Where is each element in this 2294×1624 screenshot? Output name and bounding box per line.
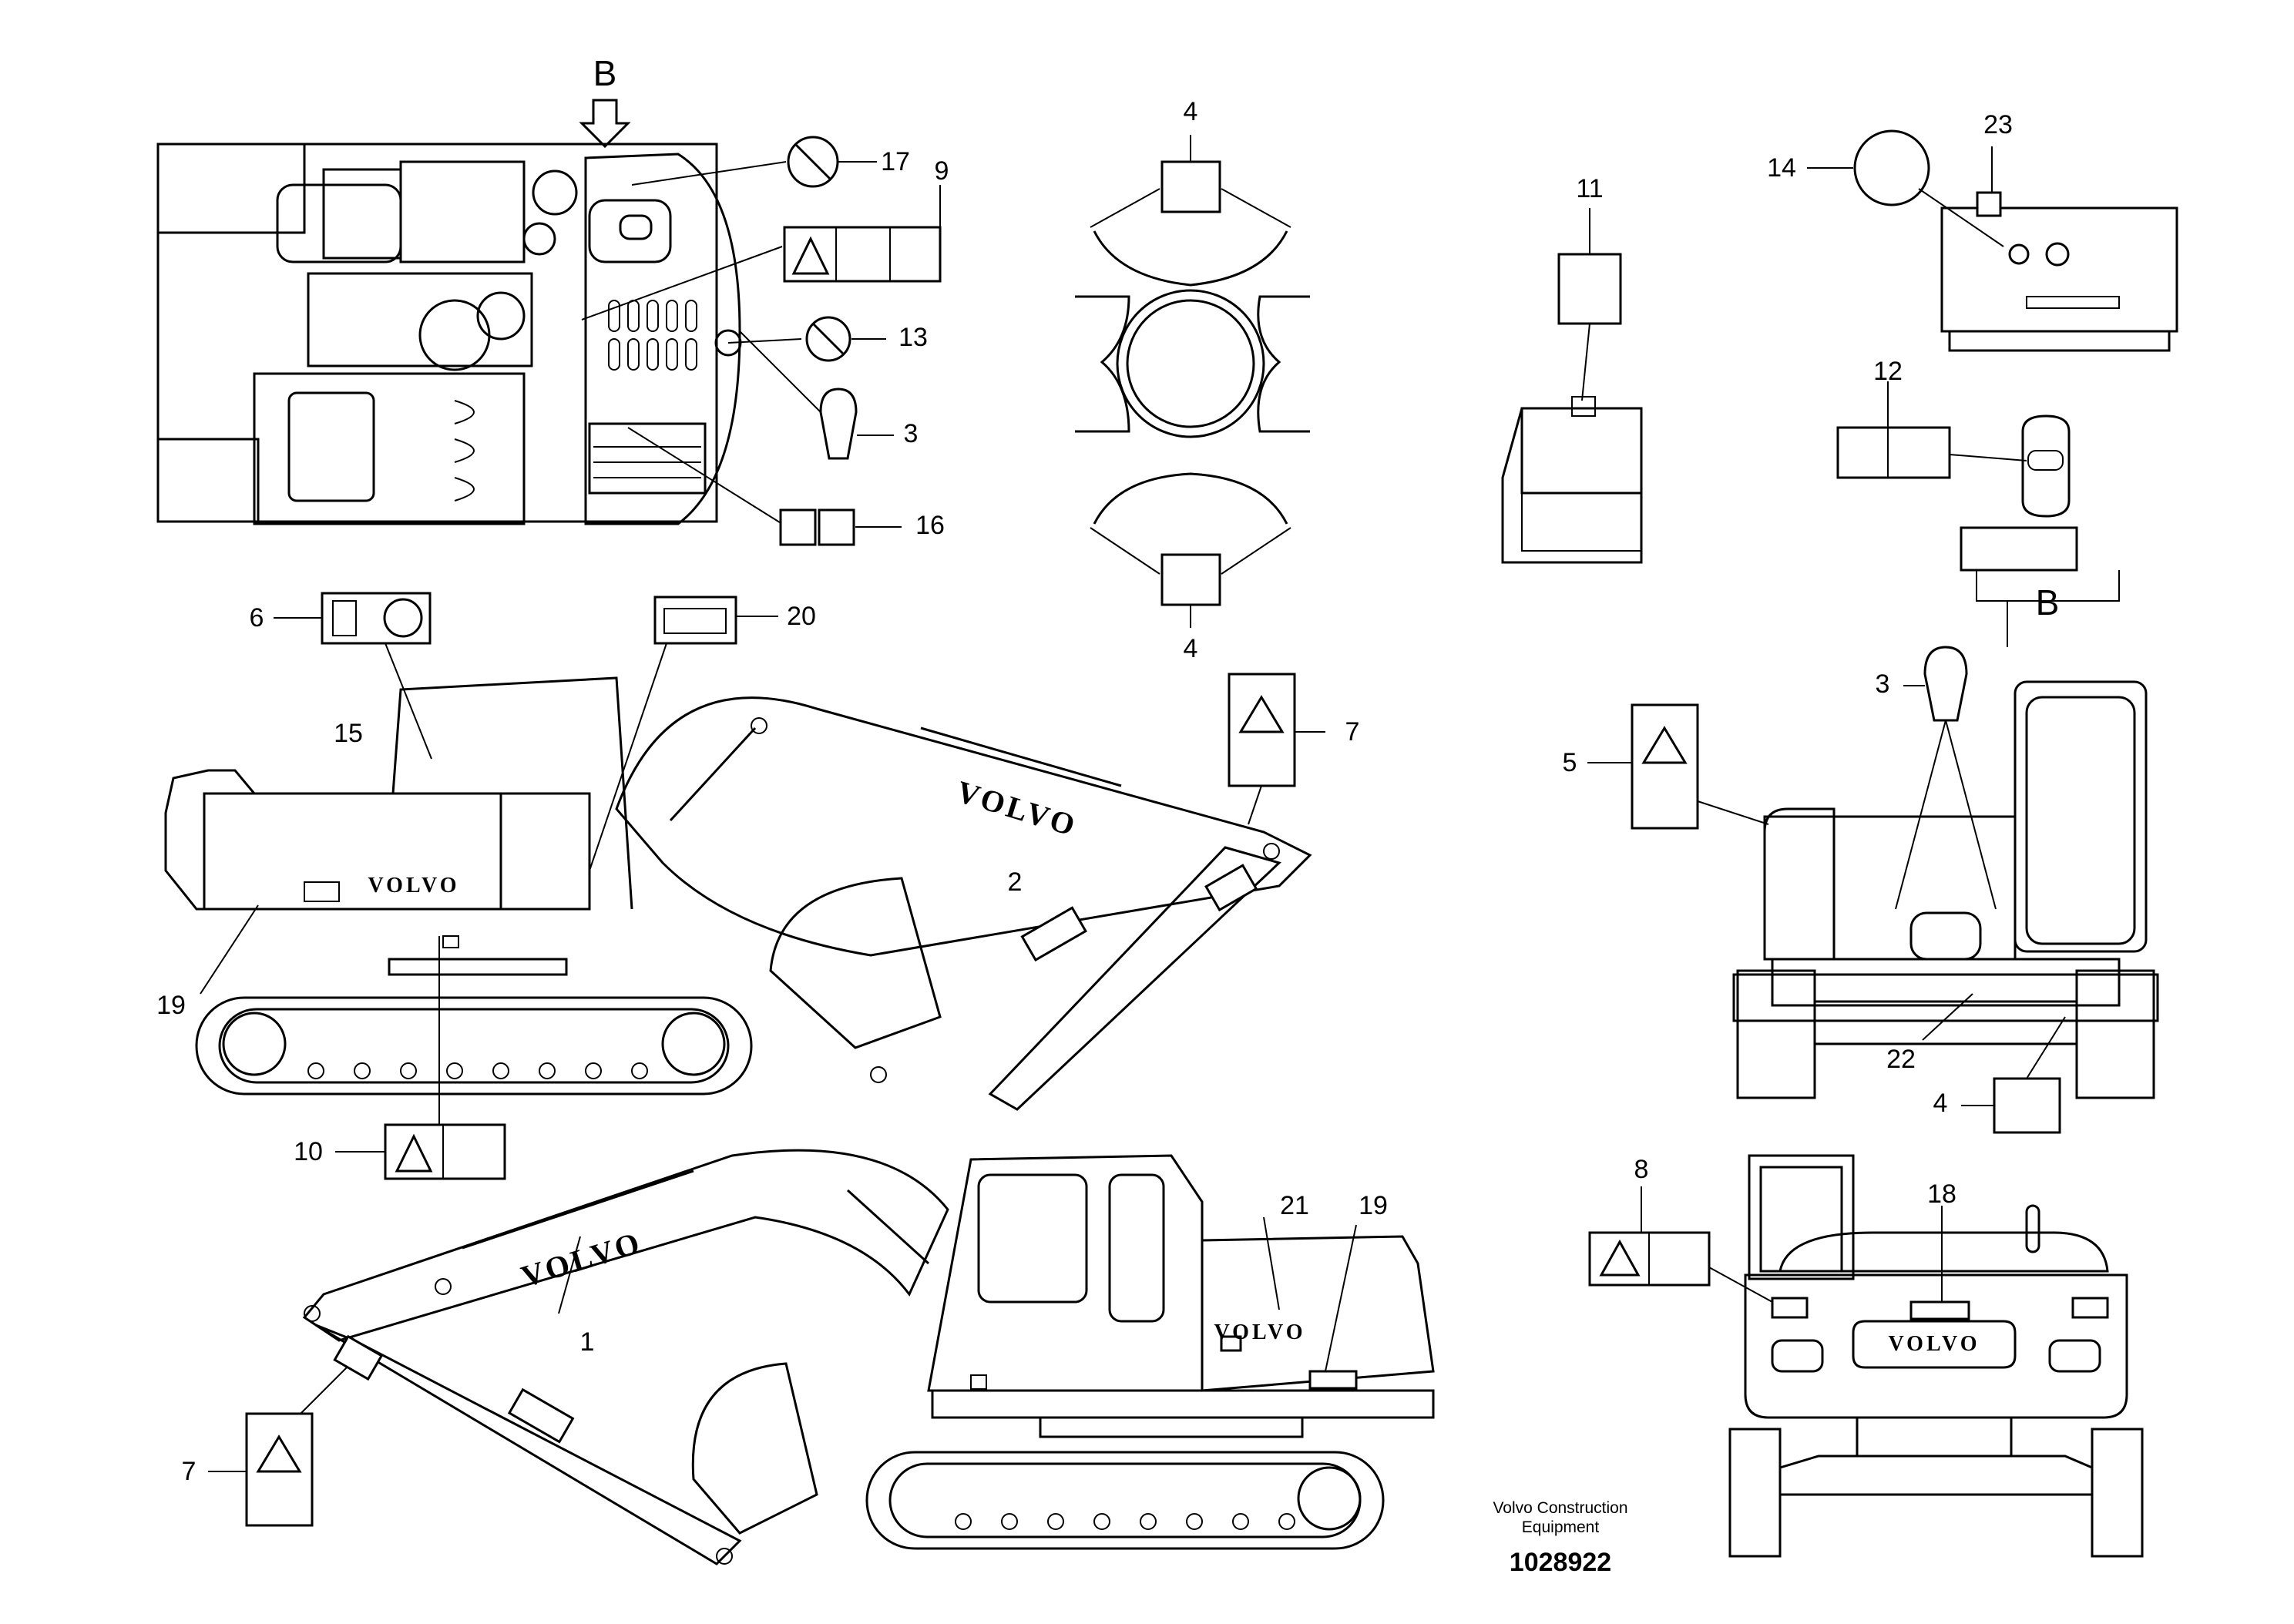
excavator-side-view-right <box>208 1149 1435 1565</box>
engine-vents <box>608 300 697 371</box>
credit-line-2: Equipment <box>1521 1518 1600 1537</box>
view-label-b-top: B <box>593 53 617 93</box>
seat-view <box>1501 208 1643 564</box>
excavator-rear-view <box>1588 1154 2144 1558</box>
callout-4-ring-top: 4 <box>1183 97 1198 126</box>
callout-15: 15 <box>334 719 363 748</box>
callout-7-right: 7 <box>1345 717 1360 747</box>
callout-4-ring-bottom: 4 <box>1183 634 1198 663</box>
callout-19-left: 19 <box>156 991 186 1020</box>
callout-11: 11 <box>1576 174 1604 203</box>
decal-17-no-entry-icon <box>787 136 839 188</box>
callout-21: 21 <box>1280 1191 1309 1220</box>
credit-part-number: 1028922 <box>1509 1548 1612 1578</box>
callout-22: 22 <box>1886 1045 1916 1074</box>
decal-20-battery-icon <box>653 596 737 645</box>
publisher-credit: Volvo Construction Equipment 1028922 <box>1493 1498 1627 1578</box>
decal-5-warning-decal-icon <box>1631 703 1699 830</box>
decal-7-left-warning-decal-icon <box>245 1412 314 1527</box>
decal-14-warning-decal-icon <box>1853 129 1930 206</box>
decal-9-warning-decal-icon <box>783 226 942 283</box>
callout-18: 18 <box>1927 1179 1956 1209</box>
callout-3-top: 3 <box>903 419 919 448</box>
lifting-ring-view <box>1075 135 1310 628</box>
callout-19-right: 19 <box>1359 1191 1388 1220</box>
decal-8-warning-decal-icon <box>1588 1231 1711 1287</box>
callout-4-front: 4 <box>1933 1089 1948 1118</box>
callout-7-left: 7 <box>181 1457 196 1486</box>
brand-text-rear: VOLVO <box>1888 1332 1980 1356</box>
decal-6-fuel-icon <box>321 592 432 645</box>
view-label-b-tank: B <box>2035 582 2060 622</box>
callout-13: 13 <box>898 323 928 352</box>
decal-10-fire-warning-icon <box>384 1123 506 1180</box>
brand-text-cab: VOLVO <box>368 874 460 898</box>
decal-16-lock-decal-icon <box>779 508 855 546</box>
decal-3-lifting-hook-icon <box>819 388 858 460</box>
callout-10: 10 <box>294 1137 323 1166</box>
callout-14: 14 <box>1767 153 1796 183</box>
callout-16: 16 <box>915 511 945 540</box>
brand-text-side-right: VOLVO <box>1214 1320 1306 1344</box>
callout-8: 8 <box>1634 1155 1649 1184</box>
decal-3-front-lifting-hook-icon <box>1923 646 1968 722</box>
callout-23: 23 <box>1983 110 2013 139</box>
callout-17: 17 <box>881 147 910 176</box>
excavator-front-view <box>1587 601 2159 1134</box>
decal-7-warning-decal-icon <box>1228 673 1296 787</box>
tank-view <box>1836 381 2120 602</box>
callout-5: 5 <box>1562 748 1577 777</box>
callout-1: 1 <box>579 1327 595 1357</box>
callout-6: 6 <box>249 603 264 632</box>
excavator-top-view <box>156 99 942 546</box>
callout-12: 12 <box>1873 357 1903 386</box>
decal-13-no-entry-icon <box>805 316 851 362</box>
credit-line-1: Volvo Construction <box>1493 1499 1628 1517</box>
callout-2: 2 <box>1007 867 1023 897</box>
rear-top-view <box>1807 129 2178 352</box>
callout-9: 9 <box>934 156 949 186</box>
callout-3-front: 3 <box>1875 669 1890 699</box>
excavator-side-view-left <box>164 592 1325 1180</box>
callout-20: 20 <box>787 602 816 631</box>
